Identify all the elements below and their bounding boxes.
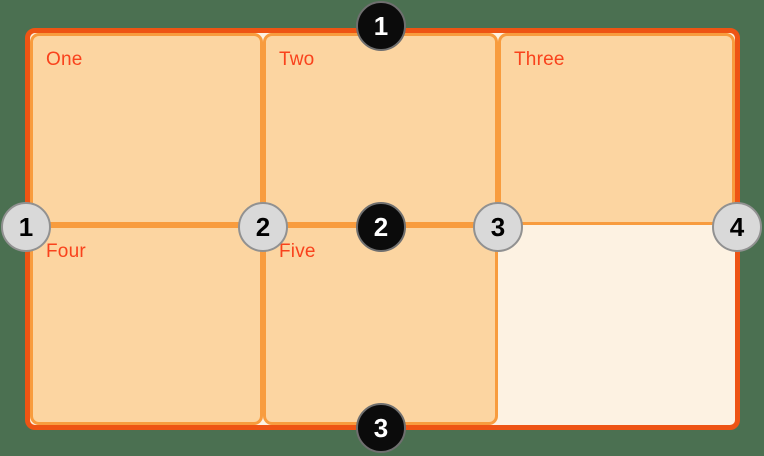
cell-label-four: Four: [46, 241, 86, 262]
grid-cell-empty: [498, 225, 735, 425]
grid-cell-four: Four: [30, 225, 263, 425]
row-line-marker-1: 1: [356, 1, 406, 51]
grid-cell-three: Three: [498, 33, 735, 225]
row-line-marker-3: 3: [356, 403, 406, 453]
column-line-marker-2: 2: [238, 202, 288, 252]
column-line-marker-1: 1: [1, 202, 51, 252]
cell-label-two: Two: [279, 49, 315, 70]
column-line-marker-4: 4: [712, 202, 762, 252]
column-line-marker-3: 3: [473, 202, 523, 252]
grid-cell-two: Two: [263, 33, 498, 225]
grid-container: One Two Three Four Five: [25, 28, 740, 430]
cell-label-one: One: [46, 49, 83, 70]
grid-cell-five: Five: [263, 225, 498, 425]
row-line-marker-2: 2: [356, 202, 406, 252]
cell-label-three: Three: [514, 49, 565, 70]
cell-label-five: Five: [279, 241, 316, 262]
grid-cell-one: One: [30, 33, 263, 225]
